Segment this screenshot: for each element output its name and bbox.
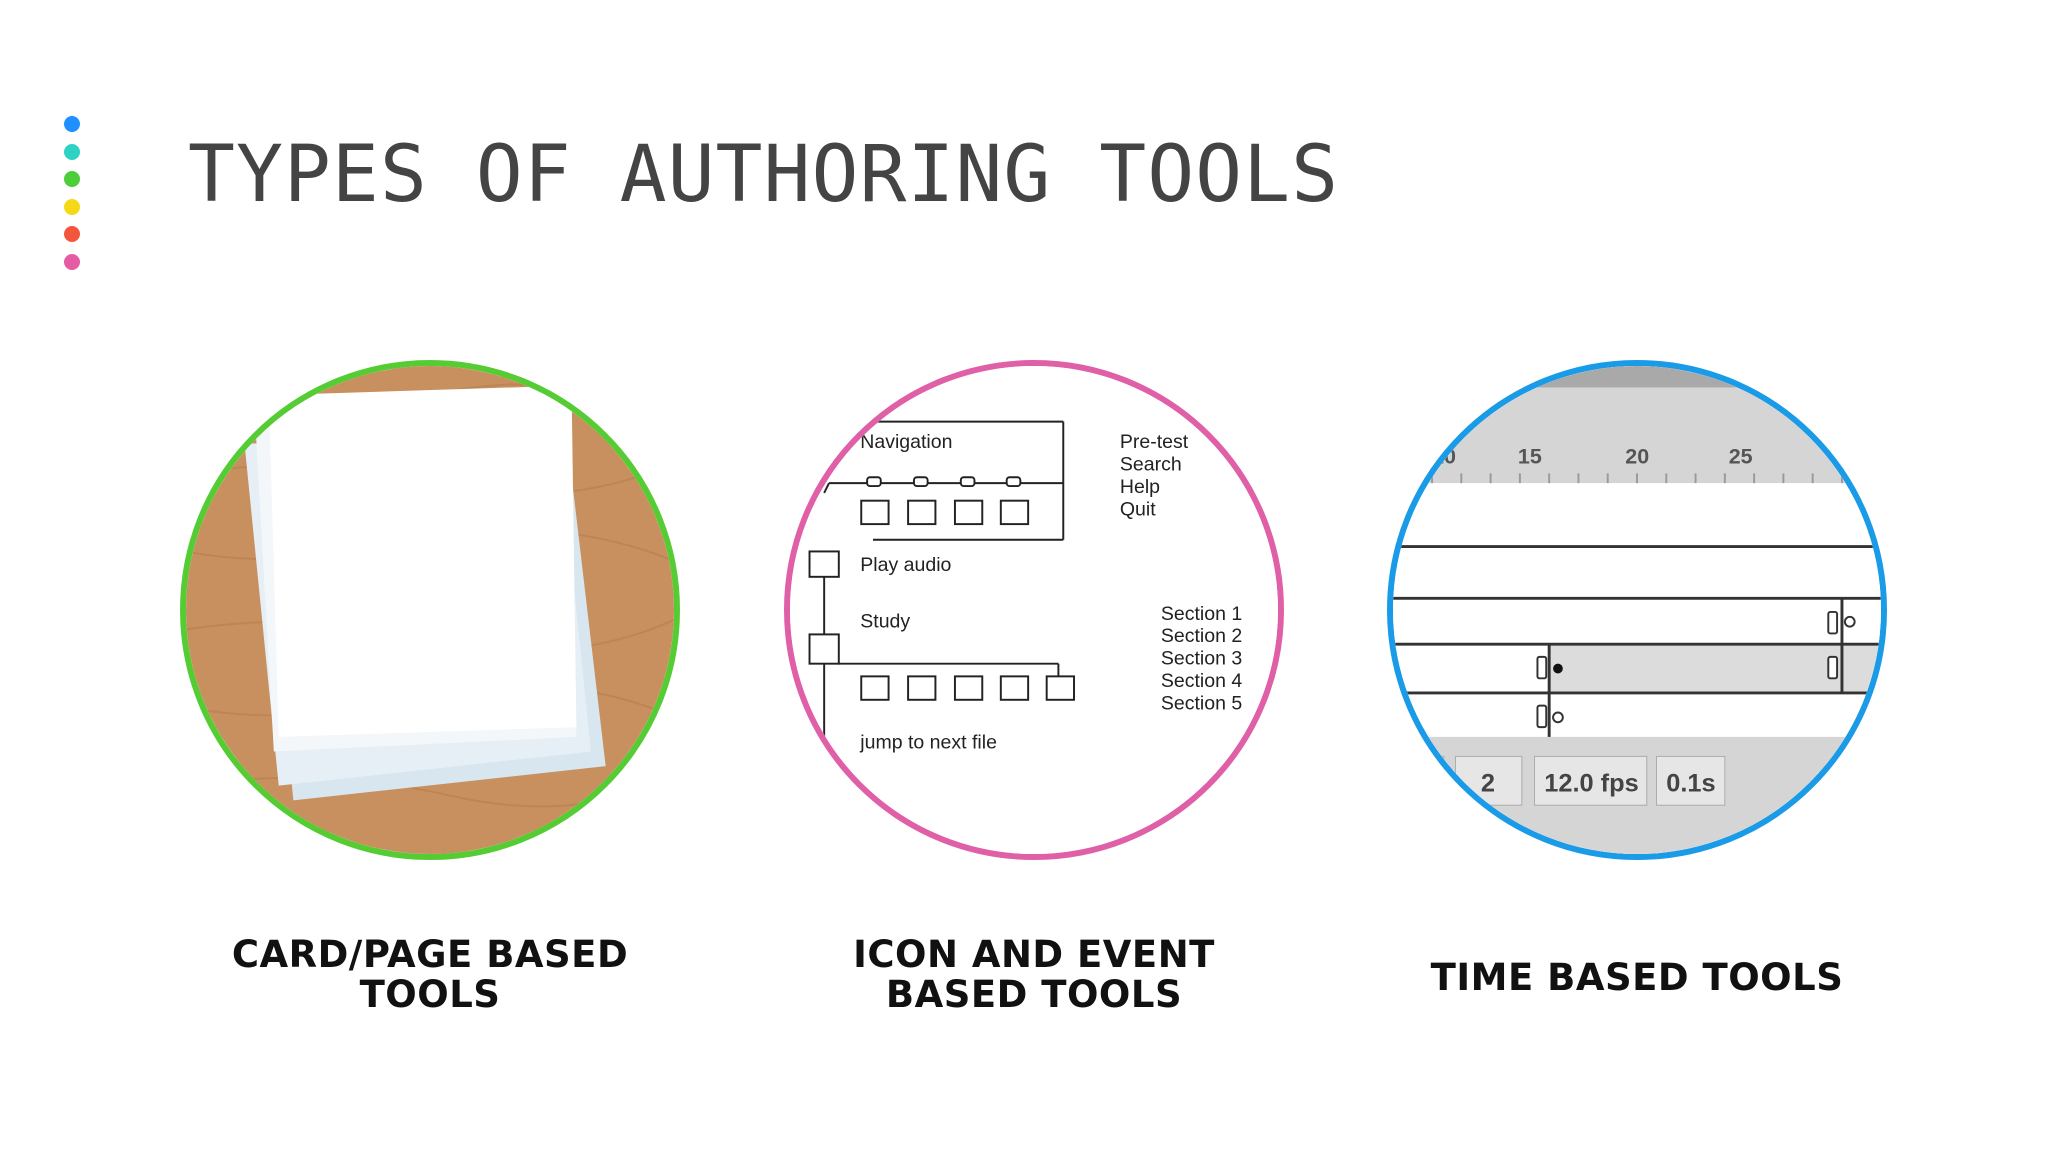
caption-icon-event-line1: ICON AND EVENT: [853, 933, 1215, 976]
dot-pink: [64, 253, 80, 270]
caption-icon-event-line2: BASED TOOLS: [885, 973, 1183, 1016]
timeline-fps: 12.0 fps: [1544, 770, 1638, 798]
slide-title: TYPES OF AUTHORING TOOLS: [188, 130, 1340, 220]
time-based-image: 10 15 20 25 [·] 2 12.0 fps 0.1s: [1387, 360, 1887, 860]
flow-section-1: Section 1: [1161, 603, 1242, 625]
caption-time-based: TIME BASED TOOLS: [1337, 958, 1937, 998]
caption-card-page-line1: CARD/PAGE BASED: [231, 933, 629, 976]
dot-yellow: [64, 198, 80, 215]
flow-jump: jump to next file: [859, 732, 997, 754]
flow-play-audio: Play audio: [860, 554, 951, 576]
flow-menu-3: Help: [1120, 476, 1160, 498]
timeline-time: 0.1s: [1666, 770, 1715, 798]
decorative-dots: [64, 116, 84, 281]
dot-blue: [64, 116, 80, 132]
flow-navigation: Navigation: [860, 431, 952, 453]
caption-icon-event: ICON AND EVENT BASED TOOLS: [734, 935, 1334, 1015]
flow-menu-4: Quit: [1120, 498, 1156, 520]
caption-card-page-line2: TOOLS: [359, 973, 501, 1016]
icon-event-image: g Video Navigation Pre-test Search Help …: [784, 360, 1284, 860]
flow-menu-2: Search: [1120, 453, 1182, 475]
timeline-frame: 2: [1481, 770, 1495, 798]
dot-green: [64, 171, 80, 187]
timeline-center-icon: [·]: [1414, 771, 1433, 795]
timeline-illustration: 10 15 20 25 [·] 2 12.0 fps 0.1s: [1393, 366, 1881, 854]
paper-stack-illustration: [186, 366, 674, 854]
flow-study: Study: [860, 611, 910, 633]
flow-top-label: g Video: [853, 378, 919, 400]
caption-card-page: CARD/PAGE BASED TOOLS: [130, 935, 730, 1015]
ruler-10: 10: [1432, 445, 1456, 469]
dot-red: [64, 226, 80, 242]
dot-teal: [64, 143, 80, 160]
card-page-image: [180, 360, 680, 860]
ruler-20: 20: [1625, 445, 1649, 469]
flow-section-3: Section 3: [1161, 648, 1242, 670]
flow-section-2: Section 2: [1161, 625, 1242, 647]
flow-section-4: Section 4: [1161, 670, 1243, 692]
ruler-15: 15: [1518, 445, 1542, 469]
ruler-25: 25: [1729, 445, 1753, 469]
flow-section-5: Section 5: [1161, 693, 1243, 715]
flow-menu-1: Pre-test: [1120, 431, 1189, 453]
flowchart-illustration: g Video Navigation Pre-test Search Help …: [790, 366, 1278, 854]
caption-time-based-line1: TIME BASED TOOLS: [1430, 956, 1844, 999]
